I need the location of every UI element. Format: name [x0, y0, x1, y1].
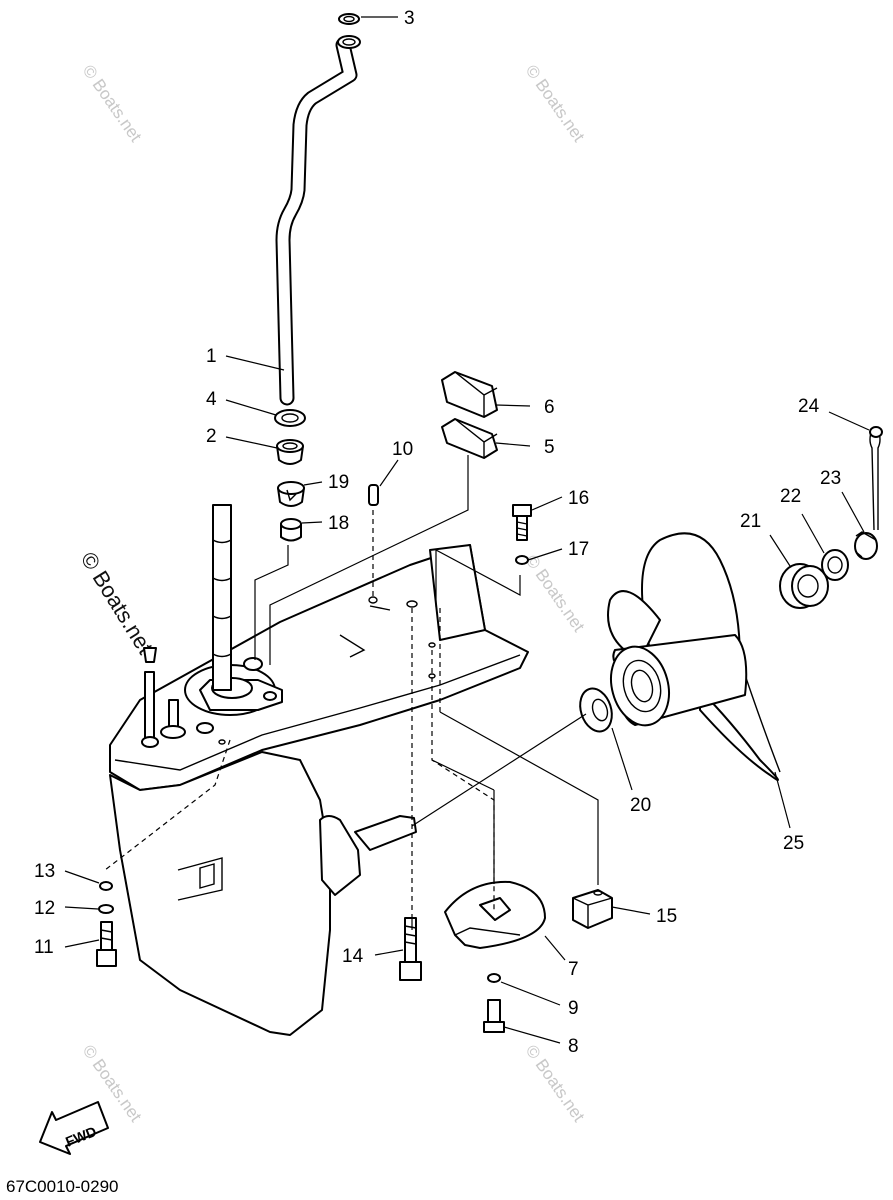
callout-4: 4 [206, 389, 217, 410]
part-25-propeller [607, 532, 781, 781]
part-16-bolt [512, 504, 532, 541]
watermark-top-right: © Boats.net [522, 61, 589, 145]
part-2-seal [276, 439, 304, 465]
part-8-bolt [483, 999, 505, 1033]
callout-leaders [64, 16, 870, 1044]
callout-numbers: 3 1 4 2 6 5 10 19 18 16 17 24 21 22 23 2… [34, 8, 841, 1057]
callout-15: 15 [656, 906, 677, 927]
part-21-spacer [779, 563, 829, 609]
callout-21: 21 [740, 511, 761, 532]
callout-13: 13 [34, 861, 55, 882]
part-15-anode [572, 889, 613, 929]
part-19-seal [277, 481, 305, 507]
part-13-washer [99, 881, 113, 891]
part-3-washer [338, 13, 360, 25]
callout-23: 23 [820, 468, 841, 489]
callout-20: 20 [630, 795, 651, 816]
part-12-washer [98, 904, 114, 914]
watermark-top-left: © Boats.net [79, 61, 146, 145]
fwd-arrow-icon: FWD [39, 1101, 109, 1155]
callout-19: 19 [328, 472, 349, 493]
lower-casing [109, 504, 529, 1036]
part-4-grommet [274, 409, 306, 427]
watermark-dark: © Boats.net [76, 547, 158, 658]
callout-11: 11 [34, 937, 54, 958]
callout-3: 3 [404, 8, 415, 29]
callout-18: 18 [328, 513, 349, 534]
callout-9: 9 [568, 998, 579, 1019]
part-24-cotter-pin [869, 426, 883, 531]
callout-16: 16 [568, 488, 589, 509]
callout-25: 25 [783, 833, 804, 854]
part-11-bolt [96, 921, 117, 967]
callout-7: 7 [568, 959, 579, 980]
callout-24: 24 [798, 396, 820, 417]
callout-2: 2 [206, 426, 217, 447]
assembly-lines [104, 455, 599, 930]
part-18-collar [280, 518, 302, 542]
callout-14: 14 [342, 946, 364, 967]
part-1-water-tube [275, 35, 361, 406]
callout-10: 10 [392, 439, 413, 460]
callout-6: 6 [544, 397, 555, 418]
callout-17: 17 [568, 539, 589, 560]
part-14-bolt [399, 917, 422, 981]
callout-12: 12 [34, 898, 55, 919]
part-10-dowel-pin [368, 484, 379, 506]
callout-1: 1 [206, 346, 217, 367]
part-23-nut [854, 531, 878, 560]
diagram-code: 67C0010-0290 [6, 1177, 118, 1196]
callout-5: 5 [544, 437, 555, 458]
part-22-washer [821, 549, 849, 581]
part-9-washer [487, 973, 501, 983]
part-17-washer [515, 555, 529, 565]
part-20-thrust-washer [579, 687, 613, 733]
callout-22: 22 [780, 486, 801, 507]
part-5-seal [441, 418, 498, 459]
part-7-trim-tab [444, 880, 546, 949]
callout-8: 8 [568, 1036, 579, 1057]
part-6-seal [441, 371, 498, 418]
watermark-mid-right: © Boats.net [522, 551, 589, 635]
